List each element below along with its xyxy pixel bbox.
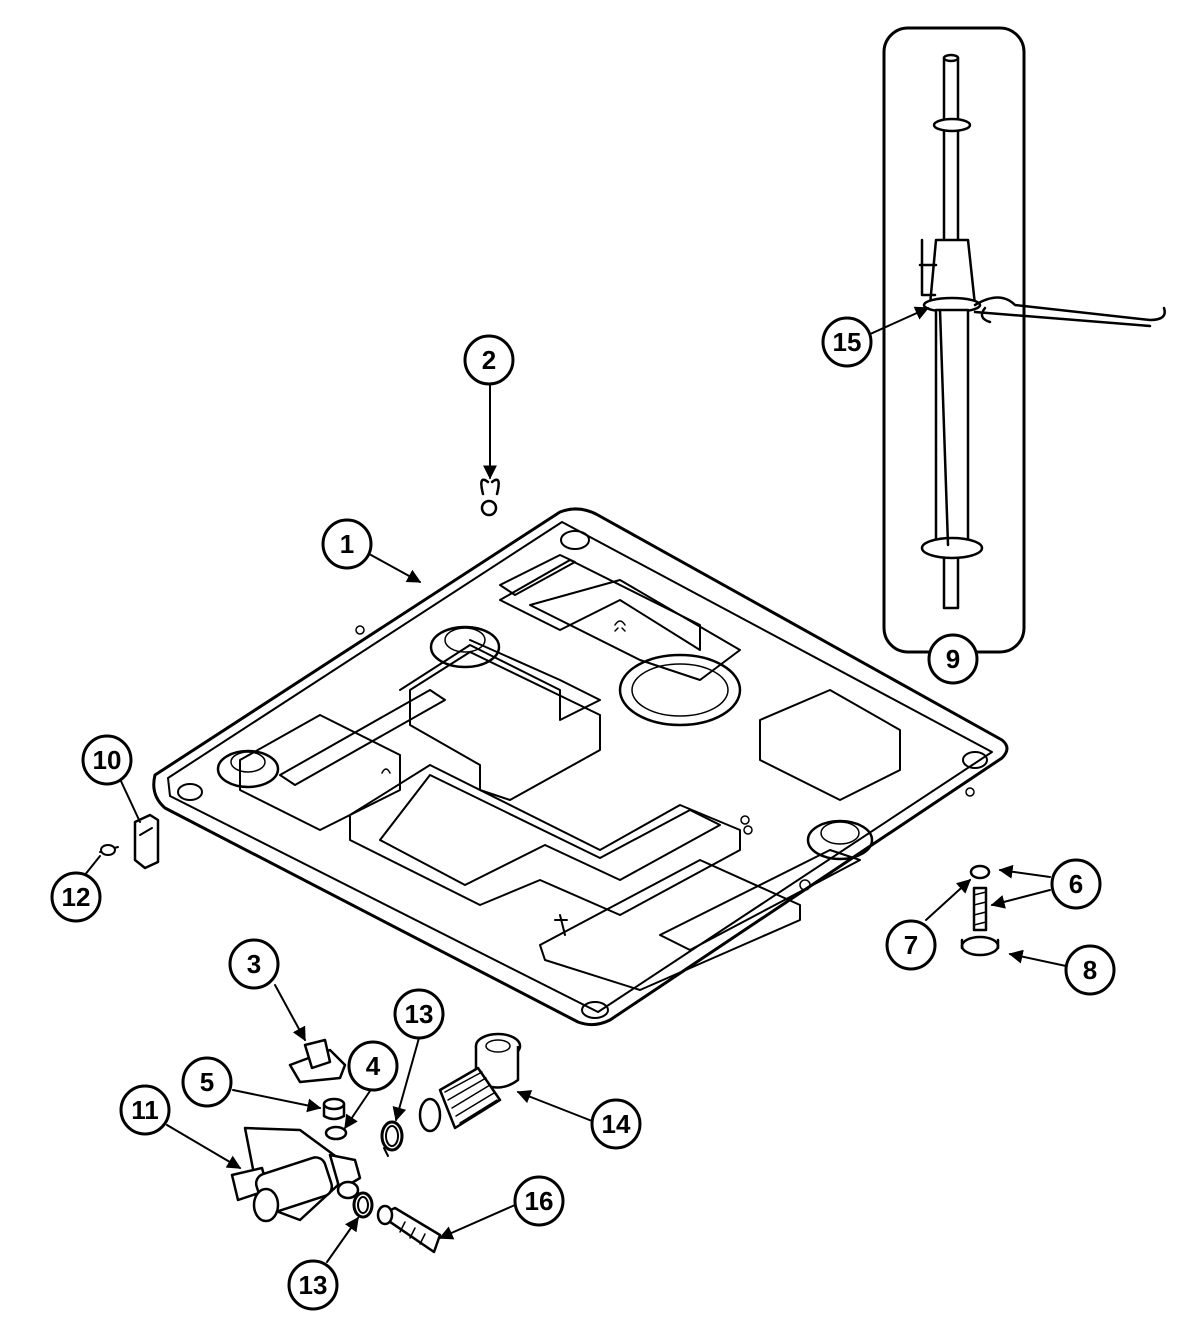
callout-6-label: 6 (1069, 869, 1083, 899)
callout-3-label: 3 (247, 949, 261, 979)
callout-7-label: 7 (904, 930, 918, 960)
base-frame-drawing (152, 507, 1009, 1027)
callout-14-label: 14 (602, 1109, 631, 1139)
callout-16: 16 (513, 1175, 565, 1227)
callout-12: 12 (50, 871, 102, 923)
short-hose-drawing (376, 1204, 442, 1254)
callout-1-label: 1 (340, 529, 354, 559)
clamp-upper-drawing (380, 1120, 404, 1157)
leader-lines (83, 306, 1067, 1263)
callout-9-label: 9 (946, 644, 960, 674)
hose-drawing (418, 1032, 522, 1133)
screw-drawing (99, 844, 119, 856)
callout-13-lower: 13 (287, 1259, 339, 1311)
ring-drawing (324, 1125, 348, 1141)
pump-drawing (230, 1126, 362, 1223)
callout-10-label: 10 (93, 745, 122, 775)
callout-7: 7 (885, 919, 937, 971)
callout-4: 4 (347, 1040, 399, 1092)
clamp-lower-drawing (352, 1191, 374, 1219)
callout-14: 14 (590, 1098, 642, 1150)
callout-11-label: 11 (131, 1095, 159, 1125)
callout-3: 3 (228, 938, 280, 990)
callout-4-label: 4 (366, 1051, 381, 1081)
clip-part-drawing (480, 478, 500, 517)
callout-5-label: 5 (200, 1067, 214, 1097)
callout-13-upper: 13 (393, 988, 445, 1040)
callout-2-label: 2 (482, 345, 496, 375)
callout-6: 6 (1050, 858, 1102, 910)
callout-15: 15 (821, 316, 873, 368)
actuator-drawing (288, 1038, 347, 1084)
callout-11: 11 (119, 1084, 171, 1136)
callout-5: 5 (181, 1056, 233, 1108)
callout-2: 2 (463, 334, 515, 386)
callout-15-label: 15 (833, 327, 862, 357)
callout-8: 8 (1064, 944, 1116, 996)
callout-13-upper-label: 13 (405, 999, 434, 1029)
leveling-leg-drawing (960, 864, 1000, 957)
callout-16-label: 16 (525, 1186, 554, 1216)
bracket-drawing (133, 813, 160, 870)
shaft-assembly-drawing (882, 26, 1166, 654)
callout-10: 10 (81, 734, 133, 786)
cap-drawing (322, 1097, 346, 1121)
callout-8-label: 8 (1083, 955, 1097, 985)
callout-1: 1 (321, 518, 373, 570)
callout-9: 9 (927, 633, 979, 685)
callout-13-lower-label: 13 (299, 1270, 328, 1300)
callout-12-label: 12 (62, 882, 91, 912)
